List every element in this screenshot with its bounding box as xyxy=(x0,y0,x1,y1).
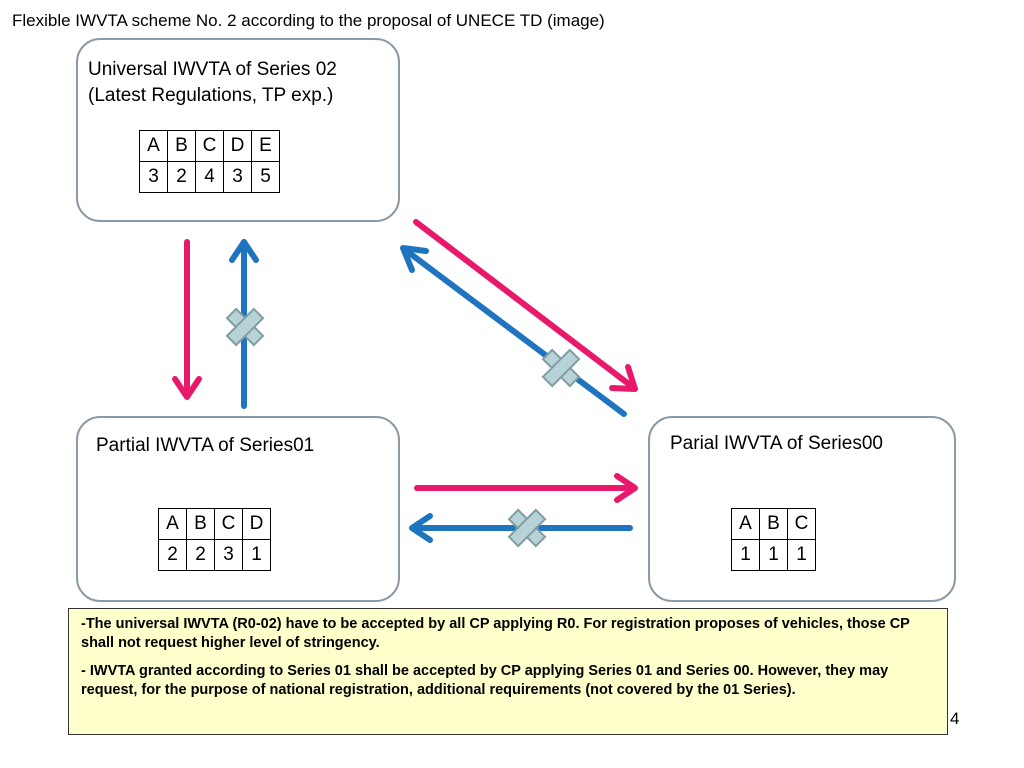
arrow-pink-series01-to-series00 xyxy=(414,473,638,503)
cross-icon xyxy=(507,508,547,548)
table-value-row: 2 2 3 1 xyxy=(158,539,271,571)
table-header-cell: B xyxy=(759,508,788,540)
table-value-cell: 1 xyxy=(787,539,816,571)
note-paragraph-1: -The universal IWVTA (R0-02) have to be … xyxy=(81,616,910,651)
table-header-cell: B xyxy=(186,508,215,540)
partial-series01-label: Partial IWVTA of Series01 xyxy=(96,435,315,456)
page-number: 4 xyxy=(950,709,960,728)
universal-iwvta-label-line2: (Latest Regulations, TP exp.) xyxy=(88,85,334,106)
cross-icon xyxy=(225,307,265,347)
table-value-cell: 2 xyxy=(158,539,187,571)
table-header-cell: C xyxy=(787,508,816,540)
table-header-cell: B xyxy=(167,130,196,162)
table-header-cell: E xyxy=(251,130,280,162)
table-value-cell: 1 xyxy=(731,539,760,571)
table-value-row: 3 2 4 3 5 xyxy=(139,161,280,193)
partial-series01-table: A B C D 2 2 3 1 xyxy=(158,508,271,571)
table-value-cell: 4 xyxy=(195,161,224,193)
table-header-row: A B C xyxy=(731,508,816,540)
arrow-blue-series00-to-universal xyxy=(400,245,627,417)
table-header-cell: A xyxy=(158,508,187,540)
table-value-cell: 1 xyxy=(242,539,271,571)
table-value-cell: 2 xyxy=(167,161,196,193)
universal-iwvta-table: A B C D E 3 2 4 3 5 xyxy=(139,130,280,193)
arrow-pink-universal-to-series01 xyxy=(172,239,202,400)
note-box: -The universal IWVTA (R0-02) have to be … xyxy=(68,608,948,735)
table-header-cell: C xyxy=(214,508,243,540)
partial-series00-table: A B C 1 1 1 xyxy=(731,508,816,571)
universal-iwvta-label-line1: Universal IWVTA of Series 02 xyxy=(88,59,337,80)
table-header-cell: A xyxy=(731,508,760,540)
table-value-cell: 3 xyxy=(139,161,168,193)
table-value-cell: 3 xyxy=(214,539,243,571)
table-value-row: 1 1 1 xyxy=(731,539,816,571)
table-header-cell: D xyxy=(223,130,252,162)
table-value-cell: 5 xyxy=(251,161,280,193)
page-title: Flexible IWVTA scheme No. 2 according to… xyxy=(12,11,605,30)
note-paragraph-2: - IWVTA granted according to Series 01 s… xyxy=(81,663,889,698)
table-header-row: A B C D E xyxy=(139,130,280,162)
partial-series00-label: Parial IWVTA of Series00 xyxy=(670,433,883,454)
arrow-pink-universal-to-series00 xyxy=(413,219,638,392)
cross-icon xyxy=(541,348,581,388)
